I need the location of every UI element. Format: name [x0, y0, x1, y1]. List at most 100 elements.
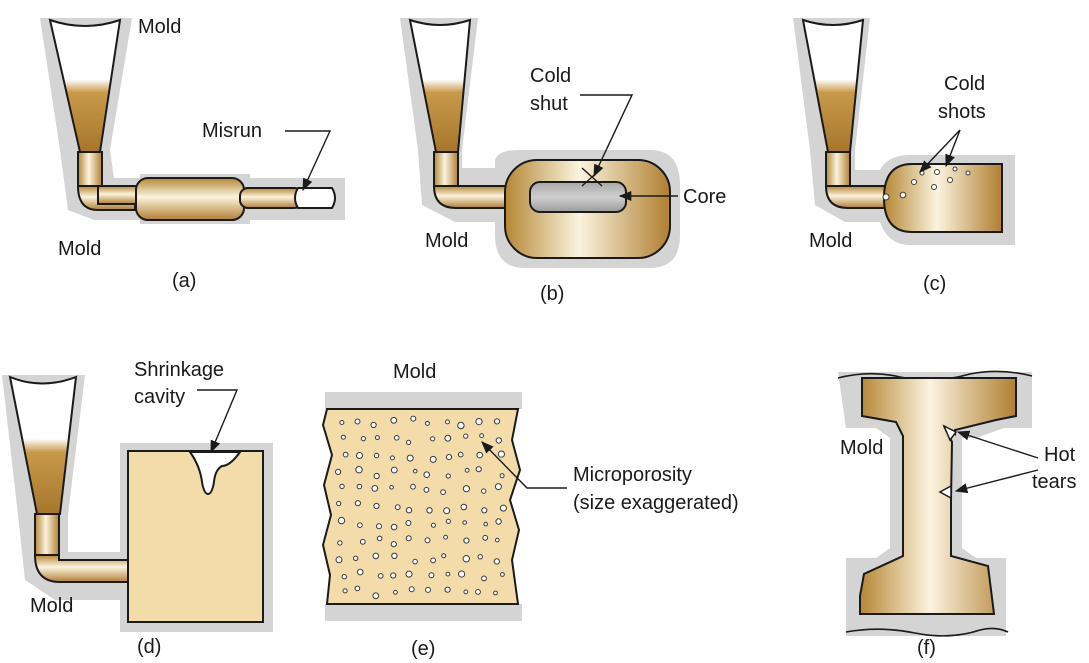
micropore [405, 507, 413, 514]
panel-d: Shrinkage cavity Mold (d) [2, 359, 273, 658]
sprue-b [433, 151, 459, 187]
micropore [424, 537, 431, 544]
sprue-c [825, 151, 851, 187]
hot-tear-notch-2 [938, 484, 952, 500]
micropore [335, 468, 342, 475]
micropore [423, 471, 431, 479]
micropore [477, 554, 483, 560]
micropore [342, 451, 349, 458]
micropore [445, 419, 450, 425]
micropore [475, 418, 483, 426]
caption-e: (e) [411, 638, 435, 660]
micropore [481, 575, 487, 582]
cold-shots-leader-right [945, 129, 961, 168]
micropore [463, 433, 469, 439]
mold-label-a-top: Mold [138, 16, 181, 38]
casting-boss-a [135, 177, 245, 221]
micropore [389, 485, 394, 490]
micropore [335, 556, 343, 564]
micropore [445, 473, 451, 479]
micropore [440, 489, 447, 496]
micropore [462, 520, 468, 525]
micropore [373, 472, 380, 480]
mold-bottom-edge-f [845, 627, 1009, 637]
caption-b: (b) [540, 283, 564, 305]
micropore [412, 468, 418, 474]
micropore [376, 535, 383, 542]
casting-e [321, 408, 522, 605]
micropore [443, 507, 451, 515]
microporosity-label-2: (size exaggerated) [573, 492, 739, 514]
funnel-c [801, 18, 865, 153]
micropore [495, 437, 502, 444]
micropore [426, 507, 433, 514]
micropore [356, 568, 364, 576]
micropore [424, 420, 430, 426]
sprue-a [77, 151, 103, 187]
micropore [479, 433, 485, 439]
micropore [410, 415, 417, 422]
micropore [393, 435, 400, 441]
micropore [353, 555, 359, 561]
micropore [405, 535, 412, 542]
micropore [339, 420, 345, 425]
core-b [529, 181, 627, 213]
micropore [464, 467, 470, 473]
microporosity-leader [481, 441, 567, 489]
micropore [483, 521, 489, 527]
micropore [357, 522, 363, 529]
caption-d: (d) [137, 636, 161, 658]
micropore [391, 552, 398, 559]
micropore [405, 520, 412, 526]
micropore [354, 500, 361, 507]
panel-f: Mold Hot tears (f) [837, 370, 1076, 659]
micropore [423, 486, 430, 493]
micropore [428, 572, 435, 579]
casting-d [127, 450, 264, 623]
mold-label-a-bottom: Mold [58, 238, 101, 260]
hot-tears-leader-bottom [954, 469, 1039, 494]
micropore [445, 571, 451, 577]
funnel-d [8, 375, 78, 515]
micropore [355, 466, 363, 474]
micropore [373, 502, 380, 510]
misrun-leader [285, 130, 332, 192]
micropore [481, 488, 487, 494]
hot-tears-label-1: Hot [1044, 444, 1076, 466]
micropore [430, 557, 437, 564]
misrun-label: Misrun [202, 120, 262, 142]
caption-f: (f) [917, 637, 936, 659]
panel-e: Mold Microporosity (size exaggerated) (e… [321, 361, 739, 660]
micropore [408, 586, 415, 593]
micropore [340, 434, 346, 440]
micropore [458, 570, 466, 578]
core-label: Core [683, 186, 726, 208]
panel-c: Cold shots Mold (c) [793, 18, 1015, 295]
cold-shut-label-2: shut [530, 93, 568, 115]
cold-shots-label-1: Cold [944, 73, 985, 95]
micropore [376, 523, 382, 530]
micropore [372, 592, 380, 600]
micropore [495, 537, 500, 543]
micropore [410, 483, 416, 490]
micropore [493, 418, 501, 425]
micropore [460, 503, 468, 511]
microporosity-label-1: Microporosity [573, 464, 692, 486]
micropore [339, 483, 345, 490]
mold-top-e [325, 392, 522, 409]
cold-shots-beads [882, 166, 971, 201]
cold-shut-label-1: Cold [530, 65, 571, 87]
micropore [377, 573, 384, 579]
micropore [359, 538, 366, 545]
micropore [390, 572, 397, 579]
cold-shut-leader [580, 94, 634, 178]
micropore [356, 452, 363, 459]
micropore [356, 483, 363, 490]
micropore [493, 590, 498, 596]
casting-tail-a [239, 187, 303, 209]
cold-shots-leader-left [919, 129, 961, 173]
micropore [462, 555, 470, 563]
mold-label-b: Mold [425, 230, 468, 252]
micropore [405, 570, 413, 578]
micropore [443, 534, 449, 540]
